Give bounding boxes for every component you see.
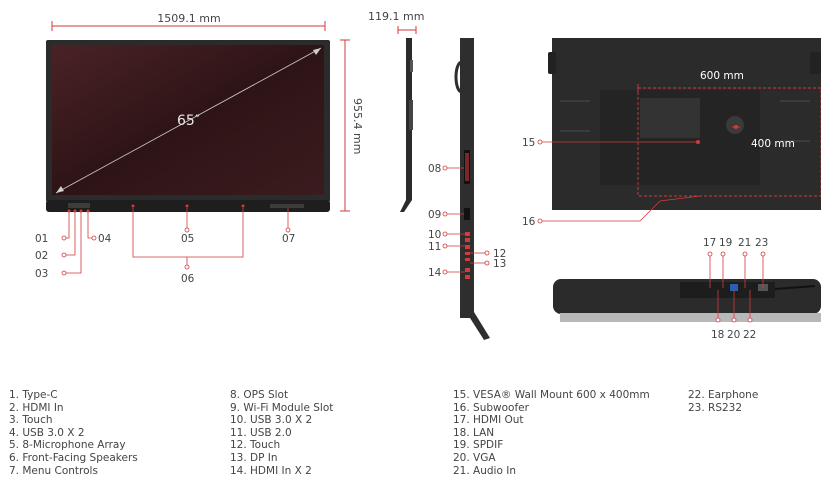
legend-item: 21. Audio In xyxy=(453,464,516,477)
callout-08: 08 xyxy=(428,163,441,175)
callout-16: 16 xyxy=(522,216,536,228)
diagonal-label: 65″ xyxy=(177,113,200,129)
callout-17: 17 xyxy=(703,237,716,249)
callout-06: 06 xyxy=(181,273,195,285)
legend-col-4: 22. Earphone 23. RS232 xyxy=(688,389,758,414)
legend-item: 23. RS232 xyxy=(688,401,743,414)
product-diagram: 1509.1 mm 65″ 955.4 mm xyxy=(35,10,821,341)
legend-col-2: 8. OPS Slot 9. Wi-Fi Module Slot 10. USB… xyxy=(230,389,333,477)
vesa-width-label: 600 mm xyxy=(700,70,744,82)
legend-item: 17. HDMI Out xyxy=(453,414,524,427)
callout-23: 23 xyxy=(755,237,768,249)
legend-item: 7. Menu Controls xyxy=(9,464,98,477)
legend-item: 2. HDMI In xyxy=(9,401,64,414)
back-view: 600 mm 400 mm 15 16 xyxy=(522,38,821,228)
callout-14: 14 xyxy=(428,267,442,279)
legend-item: 5. 8-Microphone Array xyxy=(9,439,126,452)
legend-item: 8. OPS Slot xyxy=(230,389,289,401)
legend-item: 12. Touch xyxy=(230,439,281,452)
legend-item: 1. Type-C xyxy=(9,389,58,401)
legend-item: 11. USB 2.0 xyxy=(230,426,292,439)
width-label: 1509.1 mm xyxy=(157,12,220,25)
callout-07: 07 xyxy=(282,233,295,245)
legend-item: 13. DP In xyxy=(230,451,278,464)
legend-item: 6. Front-Facing Speakers xyxy=(9,451,138,464)
depth-label: 119.1 mm xyxy=(368,10,424,23)
legend-item: 10. USB 3.0 X 2 xyxy=(230,414,313,427)
height-label: 955.4 mm xyxy=(351,98,364,154)
callout-12: 12 xyxy=(493,248,506,260)
bottom-view: 17 19 21 23 18 20 22 xyxy=(553,237,821,341)
legend-item: 14. HDMI In X 2 xyxy=(230,464,312,477)
callout-19: 19 xyxy=(719,237,732,249)
callout-20: 20 xyxy=(727,329,740,341)
callout-22: 22 xyxy=(743,329,756,341)
callout-01: 01 xyxy=(35,233,48,245)
callout-02: 02 xyxy=(35,250,48,262)
callout-21: 21 xyxy=(738,237,751,249)
legend-item: 9. Wi-Fi Module Slot xyxy=(230,401,334,414)
side-panel-main xyxy=(460,38,490,340)
callout-13: 13 xyxy=(493,258,506,270)
side-view: 119.1 mm xyxy=(368,10,506,340)
side-panel-left xyxy=(400,38,412,212)
legend-item: 22. Earphone xyxy=(688,389,759,401)
front-view: 1509.1 mm 65″ 955.4 mm xyxy=(35,12,364,285)
legend-item: 15. VESA® Wall Mount 600 x 400mm xyxy=(453,389,650,401)
legend-item: 16. Subwoofer xyxy=(453,401,529,414)
callout-15: 15 xyxy=(522,137,535,149)
legend-item: 19. SPDIF xyxy=(453,439,504,452)
callout-09: 09 xyxy=(428,209,441,221)
legend-item: 4. USB 3.0 X 2 xyxy=(9,426,85,439)
legend-item: 3. Touch xyxy=(9,414,53,427)
legend-col-1: 1. Type-C 2. HDMI In 3. Touch 4. USB 3.0… xyxy=(9,389,138,477)
legend-item: 20. VGA xyxy=(453,451,496,464)
vesa-height-label: 400 mm xyxy=(751,138,795,150)
callout-10: 10 xyxy=(428,229,441,241)
callout-11: 11 xyxy=(428,241,441,253)
callout-03: 03 xyxy=(35,268,48,280)
callout-18: 18 xyxy=(711,329,724,341)
legend-item: 18. LAN xyxy=(453,426,495,439)
callout-04: 04 xyxy=(98,233,112,245)
callout-05: 05 xyxy=(181,233,194,245)
legend-col-3: 15. VESA® Wall Mount 600 x 400mm 16. Sub… xyxy=(453,389,650,477)
